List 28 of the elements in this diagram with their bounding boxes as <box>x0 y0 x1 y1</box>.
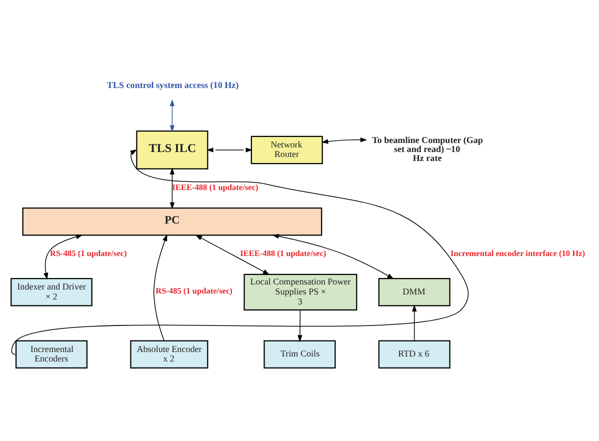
edge-label: IEEE-488 (1 update/sec) <box>240 249 326 258</box>
arrow <box>321 137 368 144</box>
arrow <box>44 234 83 280</box>
arrow <box>153 234 168 342</box>
arrow <box>272 234 394 279</box>
arrow <box>206 148 253 152</box>
arrow <box>298 310 302 342</box>
node-box: Network Router <box>250 136 323 164</box>
node-box: Absolute Encoder x 2 <box>130 340 208 369</box>
node-box: Incremental Encoders <box>15 340 88 369</box>
arrow <box>195 234 270 275</box>
node-text: To beamline Computer (Gap set and read) ~10 Hz rate <box>372 134 483 163</box>
edge-label: Incremental encoder interface (10 Hz) <box>450 249 586 258</box>
node-box: Local Compensation Power Supplies PS × 3 <box>244 274 358 310</box>
arrow <box>11 149 469 355</box>
edge-label: IEEE-488 (1 update/sec) <box>172 182 258 192</box>
arrow <box>412 304 417 342</box>
edge-label: RS-485 (1 update/sec) <box>50 249 127 258</box>
arrow <box>170 99 175 132</box>
node-box: Trim Coils <box>264 340 336 369</box>
node-box: TLS ILC <box>136 130 208 170</box>
node-box: Indexer and Driver × 2 <box>10 278 92 306</box>
node-box: PC <box>22 208 322 236</box>
edge-label: RS-485 (1 update/sec) <box>156 286 232 296</box>
node-text: TLS control system access (10 Hz) <box>106 80 239 90</box>
node-box: RTD x 6 <box>378 340 450 369</box>
arrow <box>170 168 175 210</box>
node-box: DMM <box>378 278 450 306</box>
